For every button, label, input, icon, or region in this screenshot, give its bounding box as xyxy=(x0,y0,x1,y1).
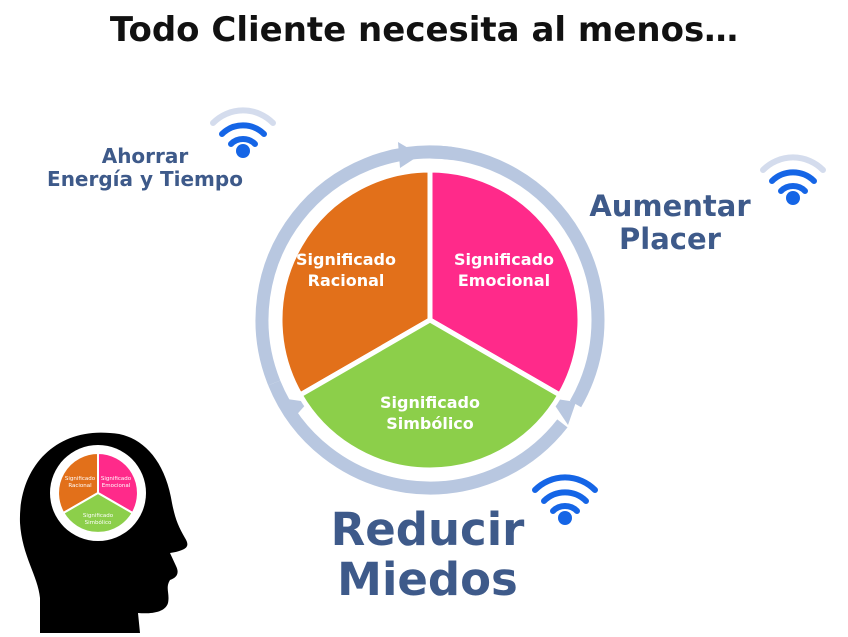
page-title: Todo Cliente necesita al menos… xyxy=(109,10,739,50)
segment-simbolico-label-line2: Simbólico xyxy=(386,414,474,433)
label-miedos-line2: Miedos xyxy=(337,553,518,607)
label-placer-line1: Aumentar xyxy=(589,189,751,223)
label-ahorrar-line2: Energía y Tiempo xyxy=(47,167,243,191)
mini-racional-line2: Racional xyxy=(68,483,92,489)
mini-emocional-line2: Emocional xyxy=(102,483,131,489)
label-ahorrar-energia: Ahorrar Energía y Tiempo xyxy=(40,145,250,191)
mini-emocional-line1: Significado xyxy=(101,476,132,482)
mini-racional-line1: Significado xyxy=(65,476,96,482)
segment-simbolico xyxy=(296,317,564,473)
segment-racional-label-line1: Significado xyxy=(296,250,396,269)
label-reducir-miedos: Reducir Miedos xyxy=(320,503,535,607)
mini-cycle-diagram xyxy=(57,451,139,534)
label-miedos-line1: Reducir xyxy=(330,503,525,556)
segment-racional xyxy=(277,167,433,399)
cycle-arrowhead xyxy=(398,142,420,168)
segment-emocional-label-line1: Significado xyxy=(454,250,554,269)
wifi-icon xyxy=(210,107,276,158)
label-aumentar-placer: Aumentar Placer xyxy=(585,189,755,257)
head-silhouette-icon: Significado Racional Significado Emocion… xyxy=(19,432,188,633)
mini-simbolico-line1: Significado xyxy=(83,513,114,519)
wifi-icon xyxy=(532,474,598,525)
segment-simbolico-label-line1: Significado xyxy=(380,393,480,412)
segment-racional-label-line2: Racional xyxy=(308,271,385,290)
wifi-icon xyxy=(760,154,826,205)
label-placer-line2: Placer xyxy=(619,222,721,257)
segment-emocional-label-line2: Emocional xyxy=(458,271,550,290)
label-ahorrar-line1: Ahorrar xyxy=(101,144,189,168)
cycle-diagram: Significado Racional Significado Emocion… xyxy=(255,142,605,495)
cycle-arrowhead xyxy=(280,398,308,420)
segment-emocional xyxy=(427,167,583,399)
mini-simbolico-line2: Simbólico xyxy=(85,519,112,526)
